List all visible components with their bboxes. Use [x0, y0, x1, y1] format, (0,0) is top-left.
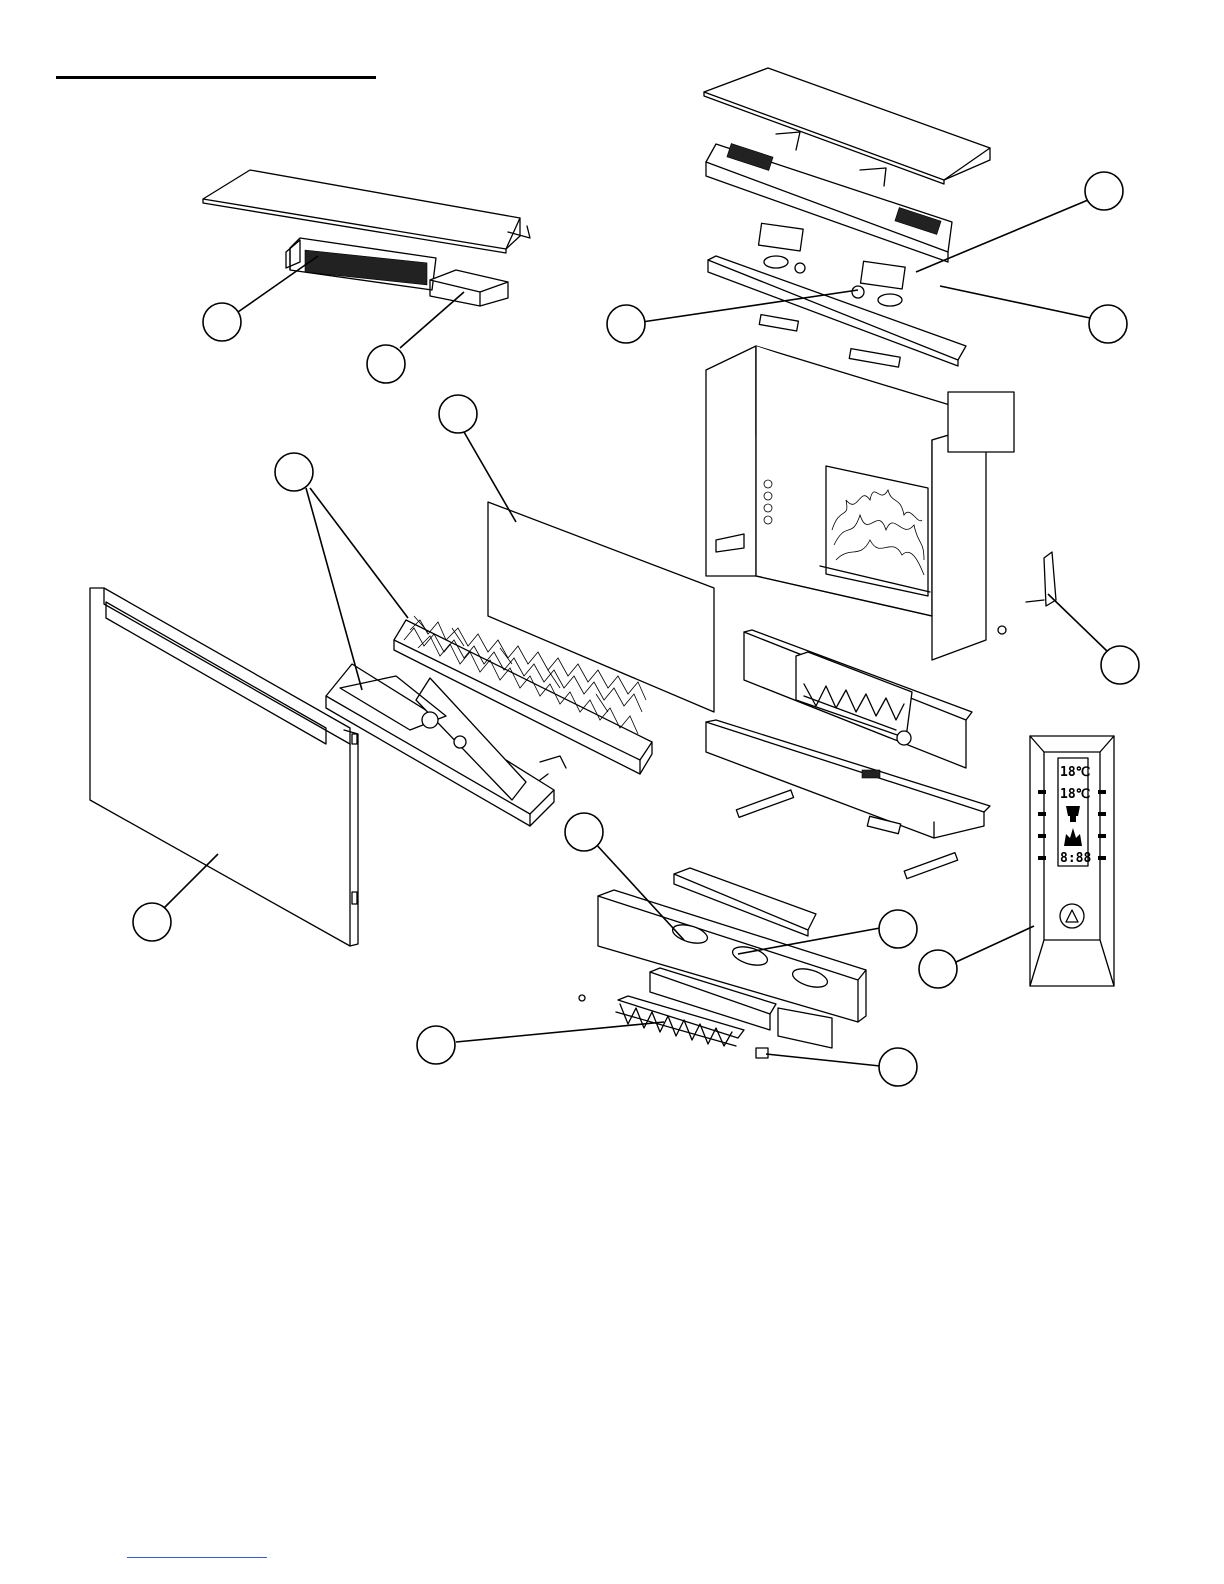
remote-temp-display-2: 18℃ — [1060, 787, 1090, 802]
remote-button-left-4[interactable] — [1038, 856, 1046, 860]
callout-10 — [565, 813, 603, 851]
small-fastener — [998, 626, 1006, 634]
lower-flame-assembly — [579, 868, 866, 1058]
firebox-housing — [706, 346, 1014, 660]
remote-button-left-3[interactable] — [1038, 834, 1046, 838]
flame-screen — [826, 466, 928, 596]
remote-timer-display: 8:88 — [1060, 851, 1091, 866]
callout-8 — [1101, 646, 1139, 684]
callout-3 — [607, 305, 645, 343]
callout-13 — [417, 1026, 455, 1064]
front-glass-frame — [90, 588, 358, 946]
remote-button-right-3[interactable] — [1098, 834, 1106, 838]
callout-6 — [439, 395, 477, 433]
heater-blower-unit — [286, 238, 436, 290]
callout-2 — [367, 345, 405, 383]
remote-button-right-1[interactable] — [1098, 790, 1106, 794]
control-board — [430, 270, 508, 306]
callout-4 — [1085, 172, 1123, 210]
callout-1 — [203, 303, 241, 341]
rail-left — [736, 790, 793, 817]
remote-button-left-2[interactable] — [1038, 812, 1046, 816]
remote-button-right-4[interactable] — [1098, 856, 1106, 860]
callout-14 — [879, 1048, 917, 1086]
rail-right — [904, 853, 957, 879]
remote-button-right-2[interactable] — [1098, 812, 1106, 816]
callout-11 — [879, 910, 917, 948]
callout-7 — [275, 453, 313, 491]
remote-temp-display-1: 18℃ — [1060, 765, 1090, 780]
remote-control: 18℃ 18℃ 8:88 — [1030, 736, 1114, 986]
callout-12 — [919, 950, 957, 988]
top-panel-assembly — [203, 170, 530, 306]
callout-5 — [1089, 305, 1127, 343]
base-tray — [706, 720, 990, 838]
callout-9 — [133, 903, 171, 941]
remote-power-button[interactable] — [1060, 904, 1084, 928]
remote-button-left-1[interactable] — [1038, 790, 1046, 794]
